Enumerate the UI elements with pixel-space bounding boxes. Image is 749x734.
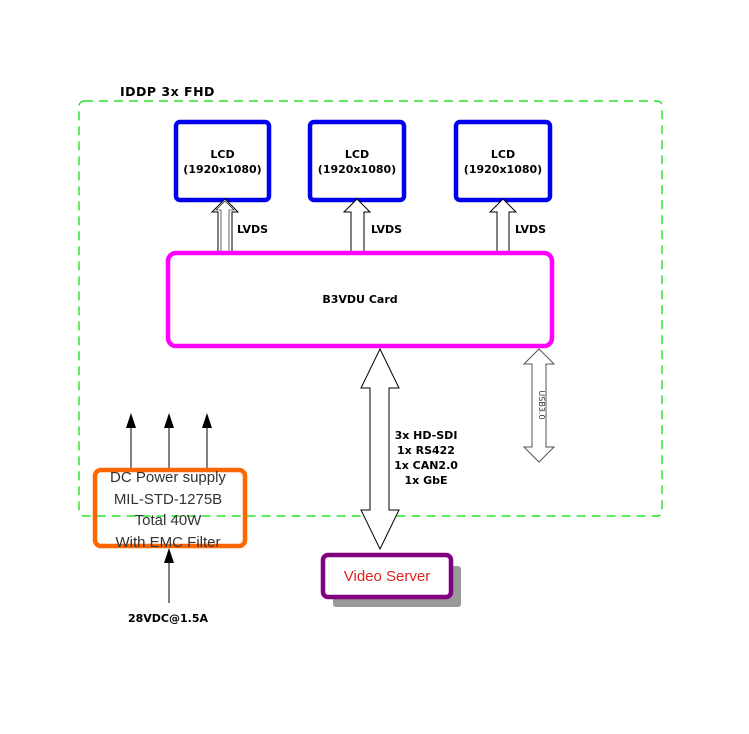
usb-label: USB3.0 xyxy=(537,390,546,419)
psu-line-3: Total 40W xyxy=(135,512,203,529)
interface-line-3: 1x CAN2.0 xyxy=(394,459,458,472)
video-server-label: Video Server xyxy=(344,568,430,585)
lvds-arrow-3 xyxy=(488,198,518,253)
lvds-arrow-2 xyxy=(342,198,372,253)
interface-line-4: 1x GbE xyxy=(405,474,448,487)
video-server xyxy=(320,552,454,600)
lcd-3-resolution: (1920x1080) xyxy=(464,163,542,176)
power-output-arrows xyxy=(126,413,212,470)
lvds-label-1: LVDS xyxy=(237,223,268,236)
b3vdu-card-label: B3VDU Card xyxy=(322,293,397,306)
lcd-3-label: LCD xyxy=(491,148,515,161)
lvds-arrow-1-inner xyxy=(215,200,235,252)
lcd-2-resolution: (1920x1080) xyxy=(318,163,396,176)
dc-power-supply xyxy=(92,467,248,549)
lcd-2: LCD (1920x1080) xyxy=(307,119,407,203)
frame-title: IDDP 3x FHD xyxy=(120,84,215,99)
lvds-label-2: LVDS xyxy=(371,223,402,236)
lcd-1-resolution: (1920x1080) xyxy=(183,163,261,176)
psu-line-2: MIL-STD-1275B xyxy=(114,491,222,508)
lcd-3: LCD (1920x1080) xyxy=(453,119,553,203)
lcd-1: LCD (1920x1080) xyxy=(173,119,272,203)
b3vdu-card xyxy=(165,250,555,349)
lvds-label-3: LVDS xyxy=(515,223,546,236)
psu-line-4: With EMC Filter xyxy=(116,534,221,551)
lcd-2-label: LCD xyxy=(345,148,369,161)
lcd-1-label: LCD xyxy=(210,148,234,161)
interface-bidirectional-arrow xyxy=(360,347,400,551)
interface-line-1: 3x HD-SDI xyxy=(395,429,458,442)
power-input-label: 28VDC@1.5A xyxy=(128,612,209,625)
lvds-arrow-1 xyxy=(210,198,240,253)
psu-line-1: DC Power supply xyxy=(110,469,226,486)
interface-line-2: 1x RS422 xyxy=(397,444,455,457)
usb-bidirectional-arrow xyxy=(522,348,556,463)
power-input-arrow xyxy=(164,548,174,603)
